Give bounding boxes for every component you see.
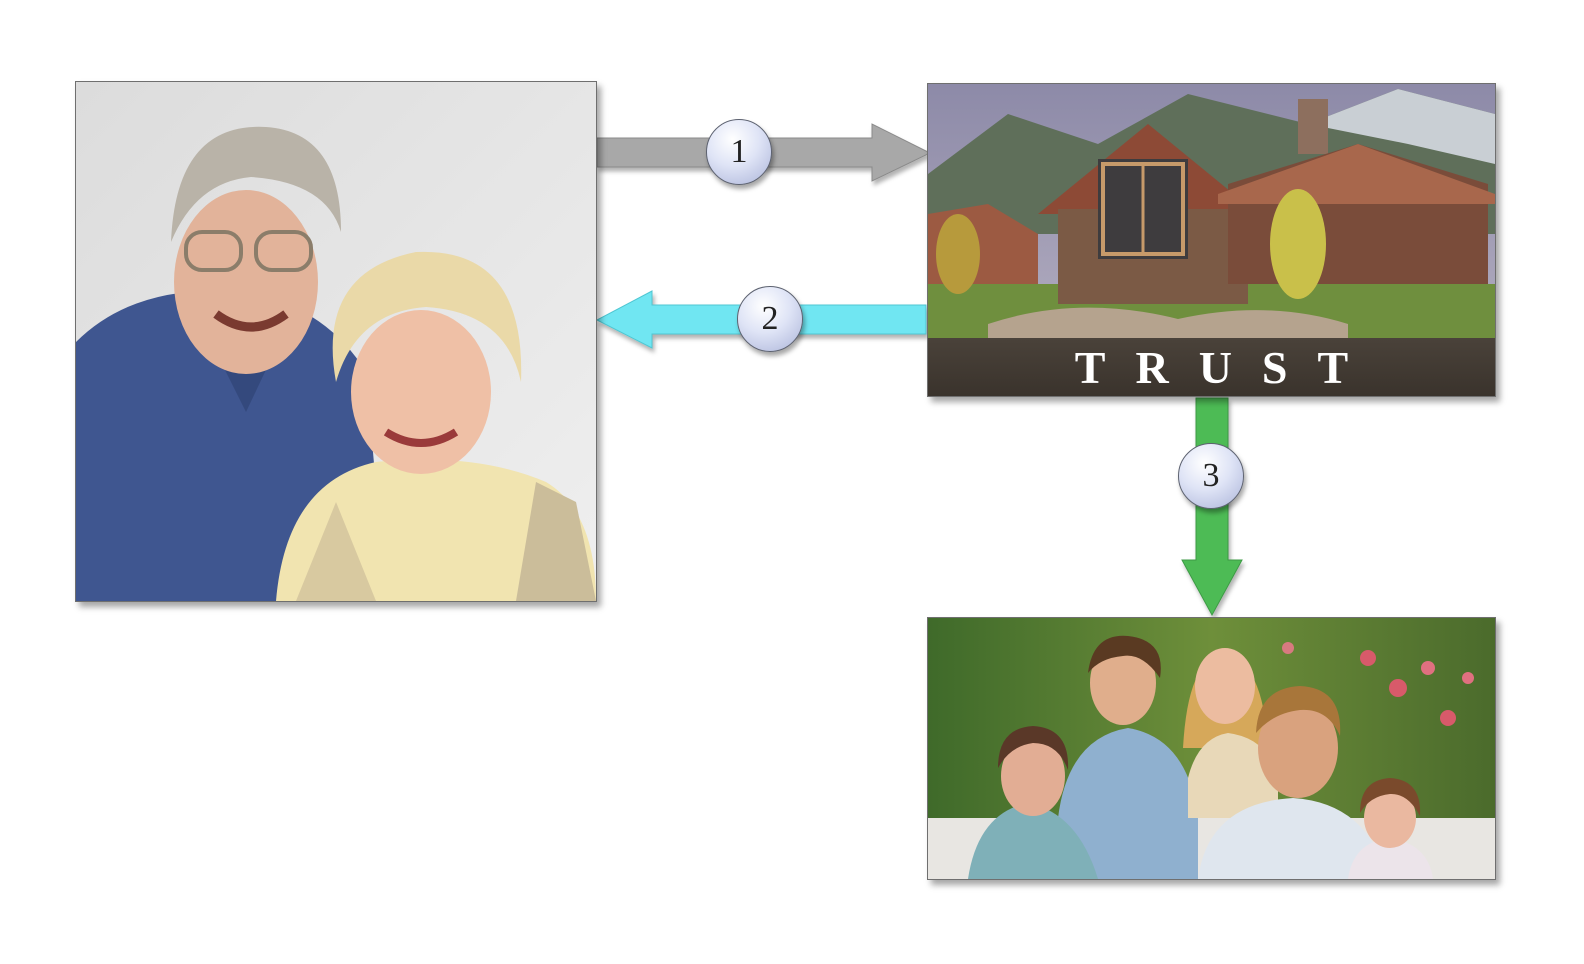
family-photo-icon [928,618,1495,879]
step-badge-3: 3 [1178,443,1244,509]
trust-label: TRUST [1074,341,1379,393]
step-badge-1: 1 [706,119,772,185]
trust-label-bar: TRUST [928,338,1495,396]
trust-photo: TRUST [927,83,1496,397]
senior-couple-photo-icon [76,82,596,601]
beneficiaries-photo [927,617,1496,880]
step-badge-2: 2 [737,286,803,352]
grantors-photo [75,81,597,602]
